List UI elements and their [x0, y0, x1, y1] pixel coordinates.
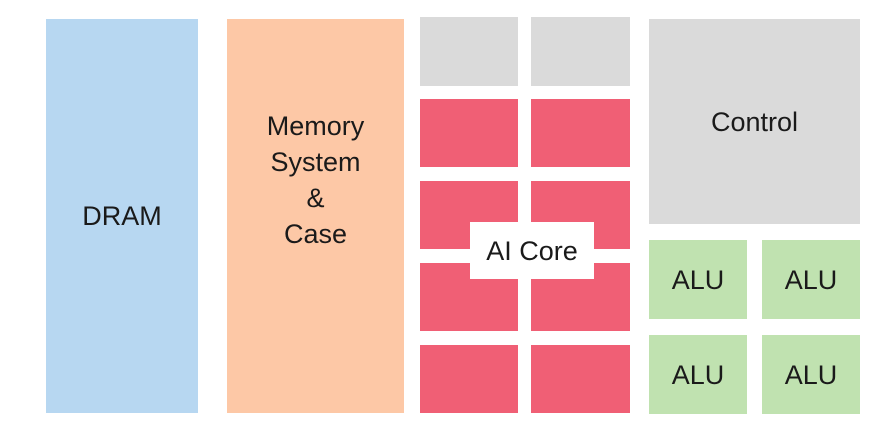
control-label: Control: [710, 106, 799, 137]
ai-core-cell: [420, 99, 518, 167]
alu-label: ALU: [784, 359, 838, 390]
ai-core-cell: [420, 345, 518, 413]
ai-core-cell: [531, 345, 630, 413]
ai-core-label: AI Core: [486, 235, 578, 266]
ai-core-cache-cell: [420, 17, 518, 86]
ai-core-cell: [531, 99, 630, 167]
alu-block: ALU: [649, 240, 747, 319]
alu-label: ALU: [784, 264, 838, 295]
dram-block: DRAM: [46, 19, 198, 413]
ai-core-cache-cell: [531, 17, 630, 86]
memory-system-label: Memory System & Case: [266, 111, 365, 249]
alu-label: ALU: [671, 264, 725, 295]
ai-core-label-box: AI Core: [470, 222, 594, 279]
dram-label: DRAM: [82, 200, 162, 231]
control-block: Control: [649, 19, 860, 224]
alu-block: ALU: [762, 335, 860, 414]
alu-block: ALU: [762, 240, 860, 319]
alu-block: ALU: [649, 335, 747, 414]
memory-system-block: Memory System & Case: [227, 19, 404, 413]
alu-label: ALU: [671, 359, 725, 390]
